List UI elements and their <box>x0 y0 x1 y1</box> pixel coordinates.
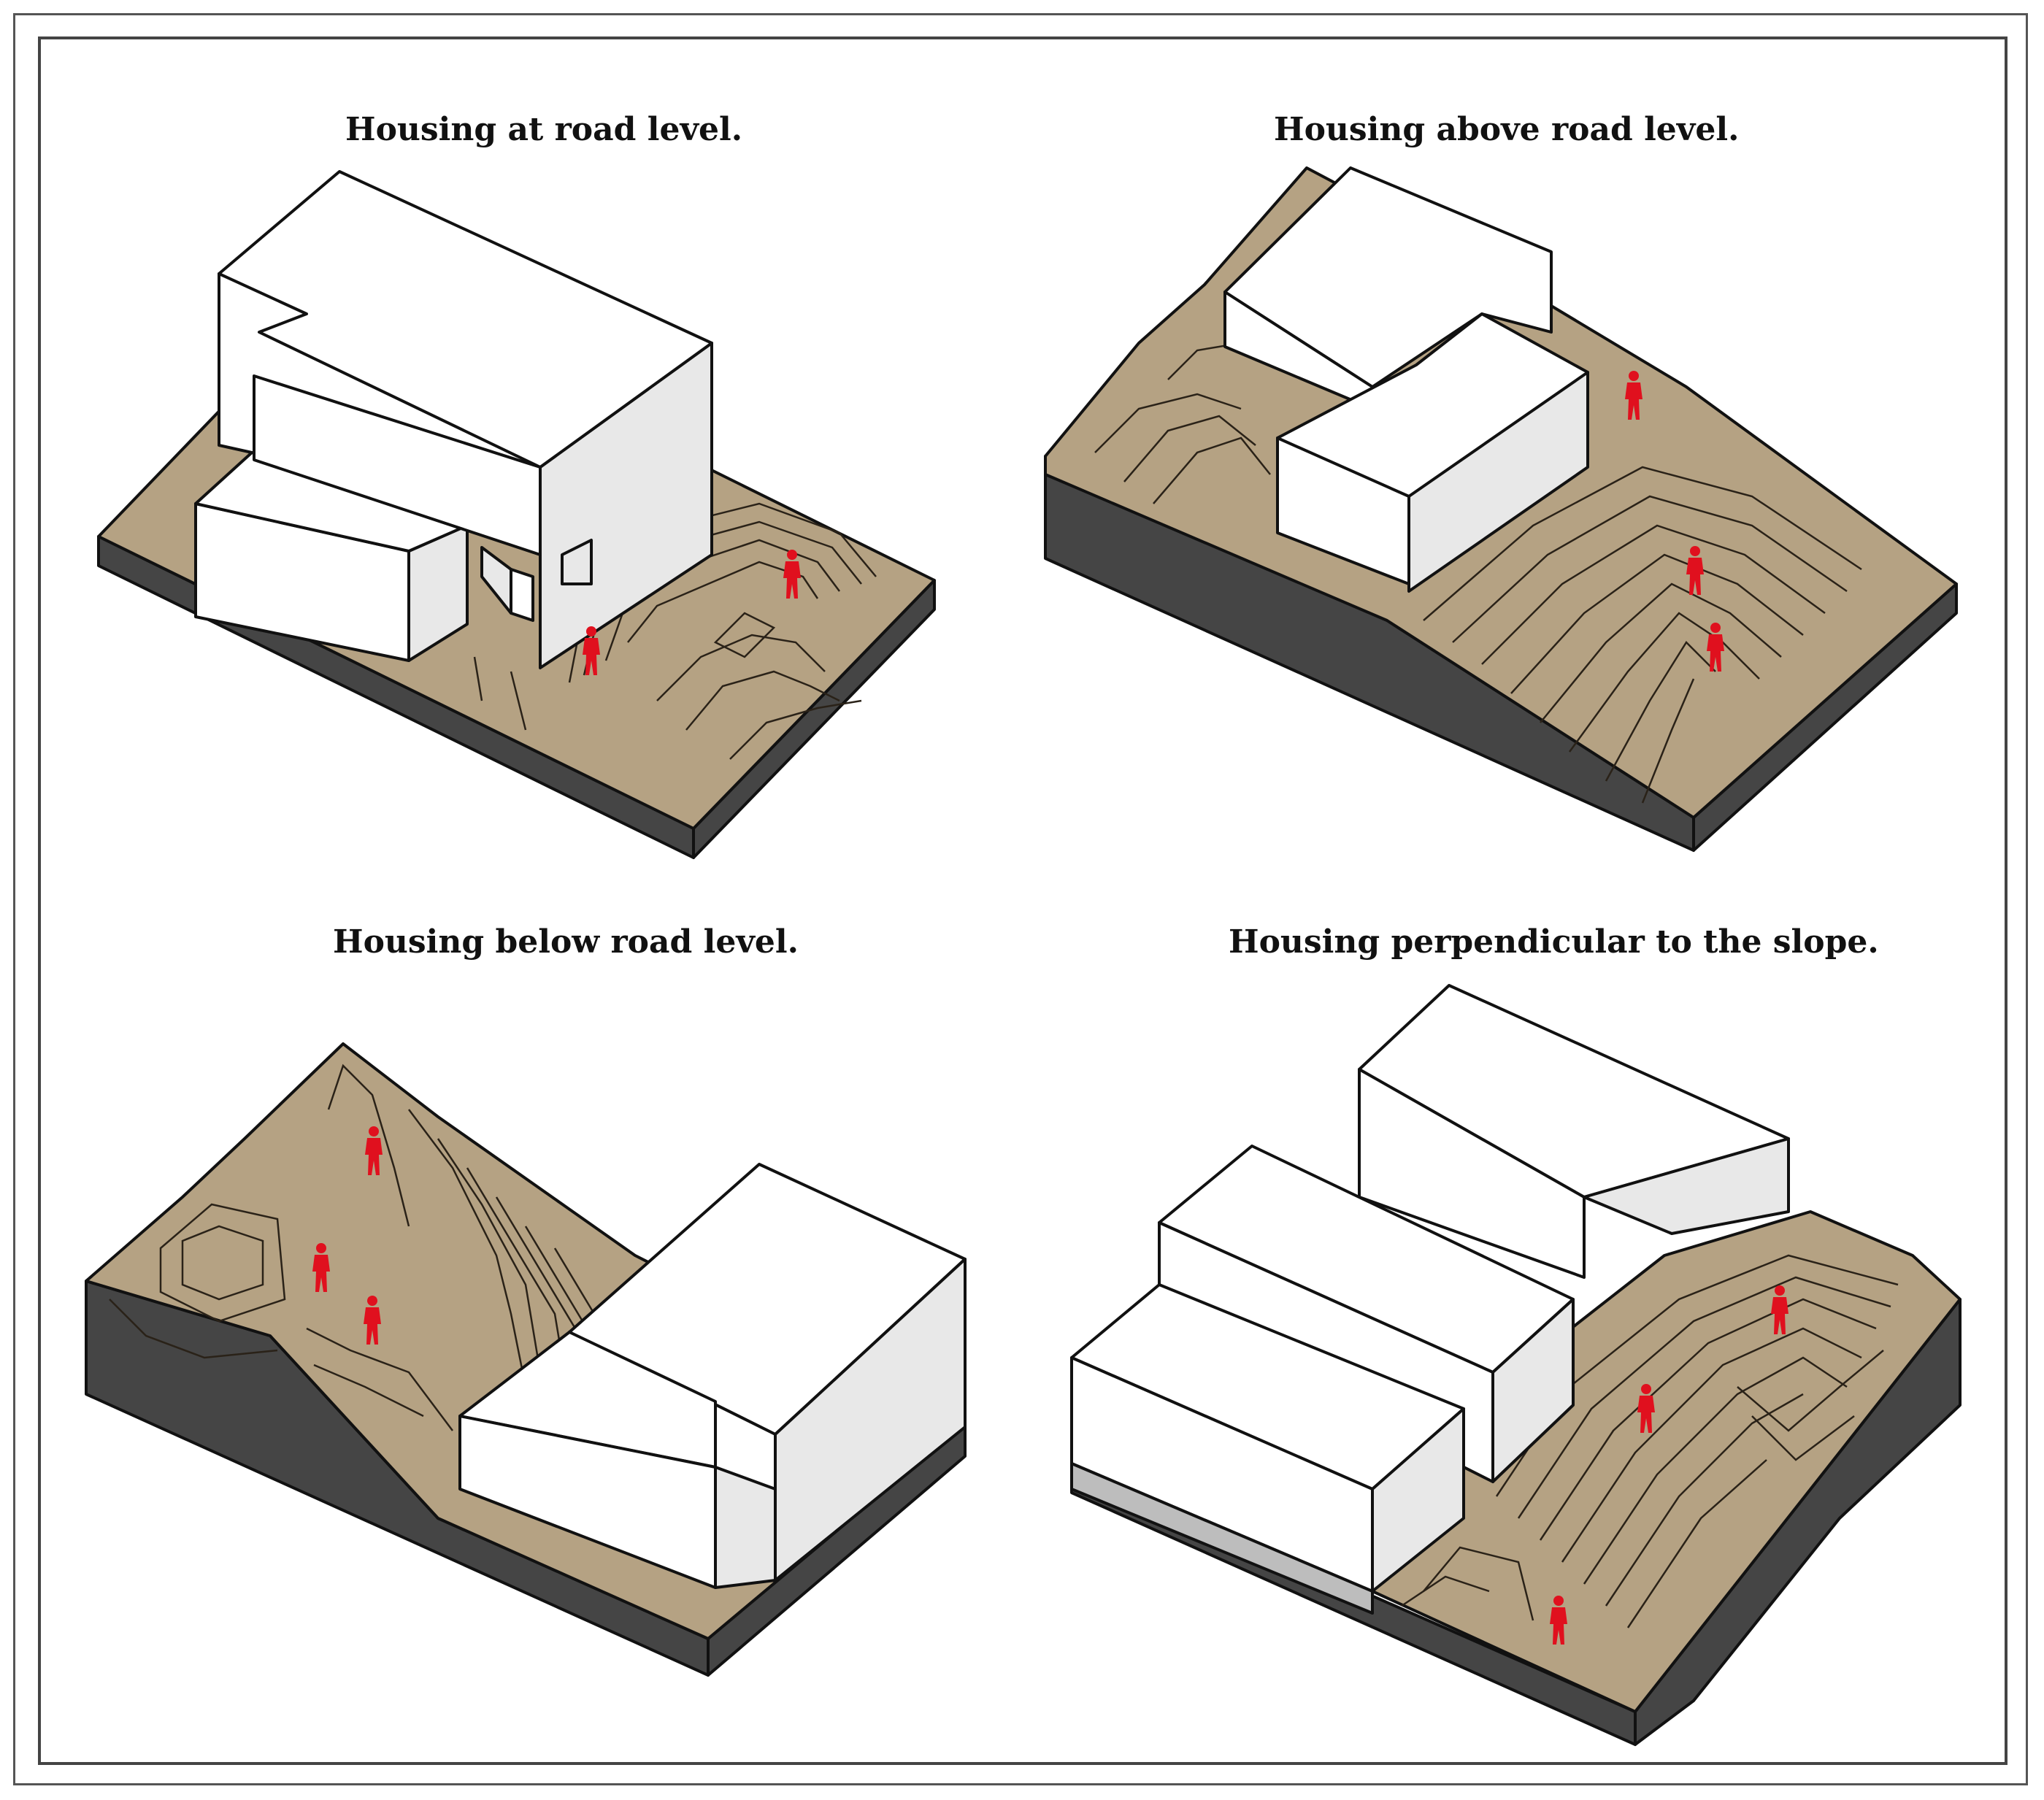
title-below-road: Housing below road level. <box>333 923 799 961</box>
model-above-road <box>1044 166 1958 852</box>
title-perpendicular: Housing perpendicular to the slope. <box>1229 923 1879 961</box>
model-road-level <box>97 170 936 859</box>
contour-lines <box>1401 1254 1899 1628</box>
contour-lines <box>1094 342 1862 804</box>
inner-frame <box>38 36 2008 1765</box>
model-perpendicular <box>1070 984 1962 1746</box>
building-block <box>194 170 713 669</box>
title-road-level: Housing at road level. <box>345 111 743 148</box>
building-block <box>1223 166 1589 593</box>
title-above-road: Housing above road level. <box>1274 111 1740 148</box>
outer-frame <box>13 13 2028 1785</box>
building-block <box>1070 984 1790 1615</box>
building-block <box>458 1163 967 1589</box>
model-below-road <box>85 1042 967 1677</box>
